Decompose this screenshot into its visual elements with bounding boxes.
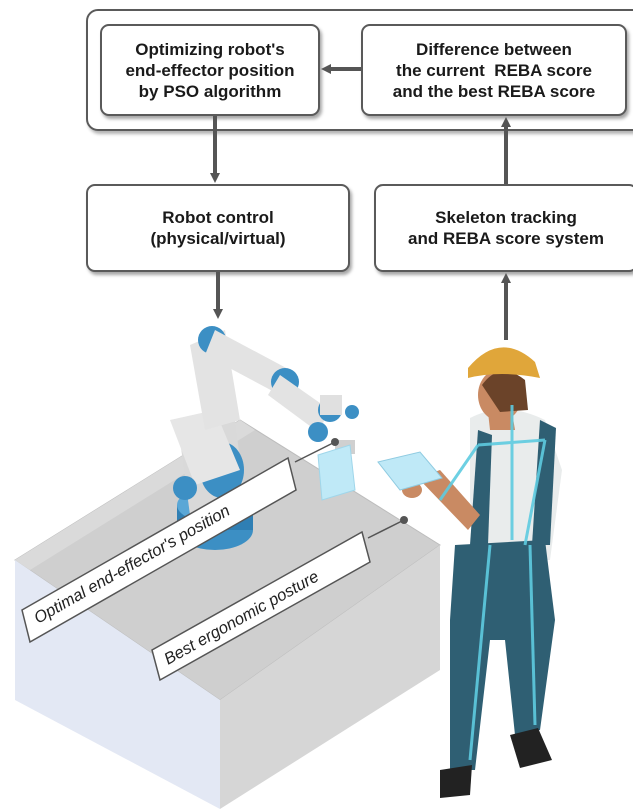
difference-line-2: the current REBA score	[396, 60, 592, 80]
skeleton-line-2: and REBA score system	[408, 229, 604, 248]
pso-line-2: end-effector position	[125, 60, 295, 80]
pso-line-1: Optimizing robot's	[135, 39, 285, 59]
difference-line-3: and the best REBA score	[392, 81, 596, 101]
robot-control-box: Robot control (physical/virtual)	[86, 184, 350, 272]
difference-line-1: Difference between	[416, 39, 572, 59]
skeleton-tracking-box: Skeleton tracking and REBA score system	[374, 184, 633, 272]
robot-control-line-1: Robot control	[162, 208, 274, 227]
worker	[377, 347, 562, 798]
pso-line-3: by PSO algorithm	[138, 81, 282, 101]
skeleton-line-1: Skeleton tracking	[435, 208, 577, 227]
robot-control-line-2: (physical/virtual)	[150, 229, 286, 248]
reba-difference-box: Difference between the current REBA scor…	[361, 24, 627, 116]
pso-optimization-box: Optimizing robot's end-effector position…	[100, 24, 320, 116]
